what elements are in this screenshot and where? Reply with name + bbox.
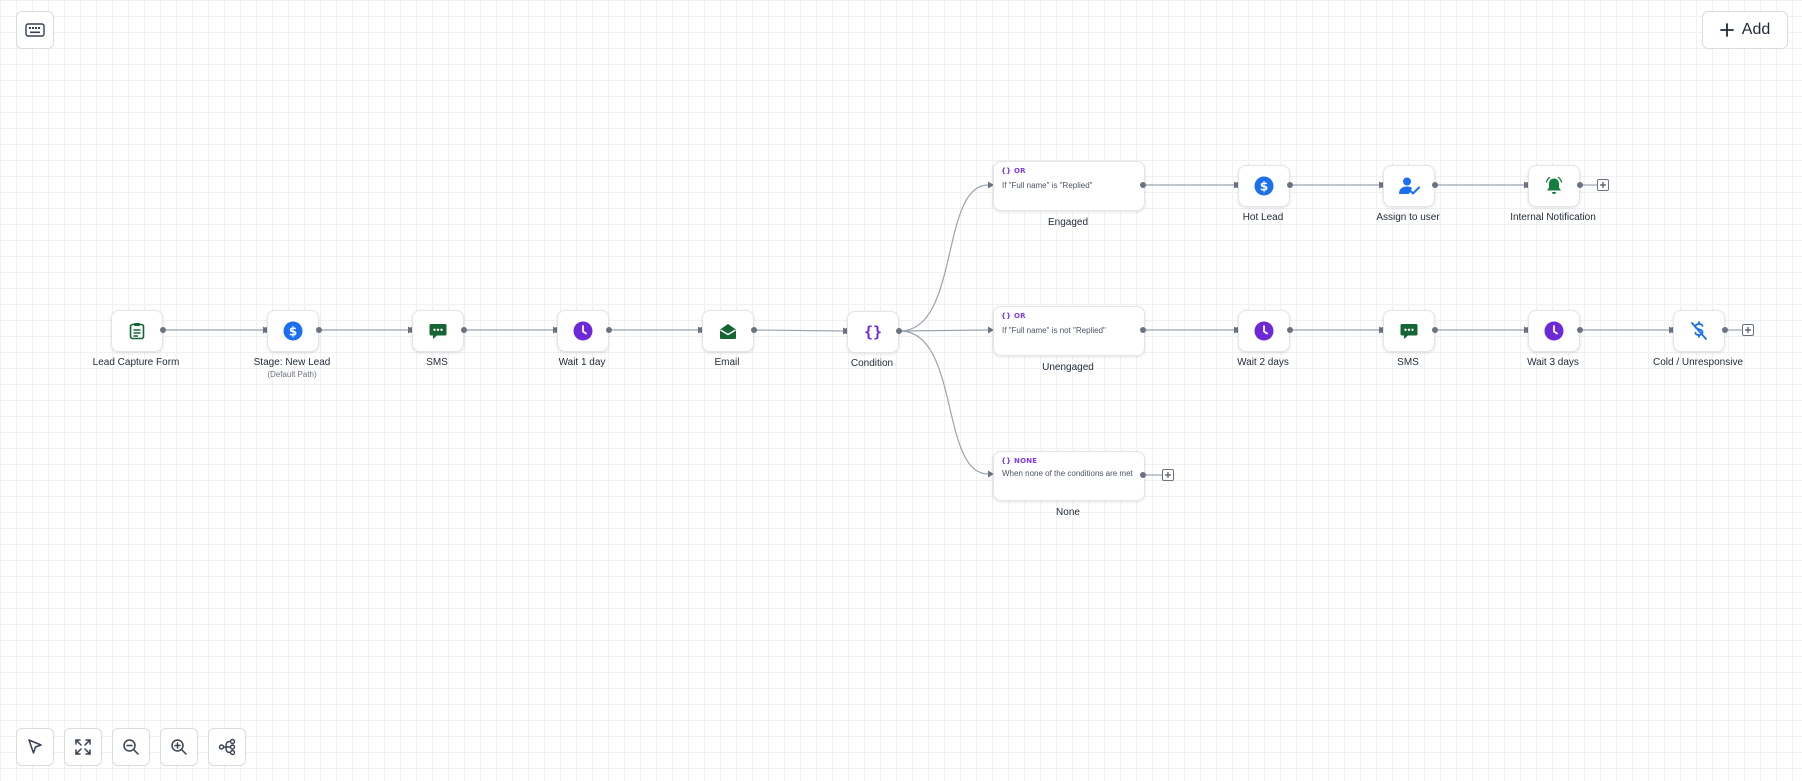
add-step-button[interactable] <box>1742 324 1754 336</box>
zoom-out-button[interactable] <box>112 728 150 766</box>
node-wait-3-days[interactable] <box>1528 310 1580 352</box>
zoom-out-icon <box>123 739 139 755</box>
node-label: Wait 1 day <box>558 357 606 368</box>
output-handle[interactable] <box>1577 327 1583 333</box>
output-handle[interactable] <box>1287 327 1293 333</box>
branch-label: None <box>1056 507 1080 518</box>
output-handle[interactable] <box>1140 327 1146 333</box>
assign-user-icon <box>1399 177 1420 195</box>
no-dollar-icon <box>1691 321 1707 340</box>
node-label: Hot Lead <box>1242 212 1284 223</box>
clock-icon <box>1544 321 1564 341</box>
output-handle[interactable] <box>1432 182 1438 188</box>
auto-layout-icon <box>218 738 236 756</box>
pointer-tool-button[interactable] <box>16 728 54 766</box>
output-handle[interactable] <box>461 327 467 333</box>
node-label: Wait 2 days <box>1237 357 1289 368</box>
output-handle[interactable] <box>1577 182 1583 188</box>
node-assign-to-user[interactable] <box>1383 165 1435 207</box>
svg-text:{}: {} <box>864 323 882 341</box>
node-label: Stage: New Lead <box>253 357 331 368</box>
zoom-in-button[interactable] <box>160 728 198 766</box>
node-wait-1-day[interactable] <box>557 310 609 352</box>
branch-condition-text: If "Full name" is not "Replied" <box>1002 326 1106 335</box>
node-label: Wait 3 days <box>1527 357 1579 368</box>
condition-branch-unengaged[interactable]: {} OR If "Full name" is not "Replied" <box>993 306 1145 356</box>
output-handle[interactable] <box>1722 327 1728 333</box>
clock-icon <box>573 321 593 341</box>
plus-icon <box>1165 472 1171 478</box>
node-label: SMS <box>1397 357 1419 368</box>
node-cold-unresponsive[interactable] <box>1673 310 1725 352</box>
output-handle[interactable] <box>606 327 612 333</box>
output-handle[interactable] <box>896 328 902 334</box>
condition-branch-none[interactable]: {} NONE When none of the conditions are … <box>993 451 1145 501</box>
output-handle[interactable] <box>1140 472 1146 478</box>
message-icon <box>1400 323 1418 339</box>
clipboard-icon <box>129 323 145 340</box>
svg-text:$: $ <box>289 324 297 338</box>
branch-condition-text: When none of the conditions are met <box>1002 469 1133 478</box>
output-handle[interactable] <box>1140 182 1146 188</box>
plus-icon <box>1600 182 1606 188</box>
keyboard-shortcuts-button[interactable] <box>16 11 54 49</box>
add-button-label: Add <box>1741 21 1771 38</box>
node-label: Internal Notification <box>1510 212 1596 223</box>
node-label: SMS <box>426 357 448 368</box>
node-sms[interactable] <box>1383 310 1435 352</box>
fit-view-button[interactable] <box>64 728 102 766</box>
fit-view-icon <box>75 739 91 755</box>
condition-branch-engaged[interactable]: {} OR If "Full name" is "Replied" <box>993 161 1145 211</box>
output-handle[interactable] <box>160 327 166 333</box>
branch-label: Engaged <box>1047 217 1089 228</box>
message-icon <box>429 323 447 339</box>
braces-icon: {} <box>864 323 882 341</box>
add-step-button[interactable] <box>1597 179 1609 191</box>
clock-icon <box>1254 321 1274 341</box>
branch-operator-tag: {} OR <box>1001 312 1026 320</box>
branch-operator-tag: {} NONE <box>1001 457 1038 465</box>
output-handle[interactable] <box>1432 327 1438 333</box>
node-sms[interactable] <box>412 310 464 352</box>
node-internal-notification[interactable] <box>1528 165 1580 207</box>
plus-icon <box>1719 23 1734 37</box>
envelope-open-icon <box>720 323 736 339</box>
node-label: Condition <box>850 358 894 369</box>
auto-layout-button[interactable] <box>208 728 246 766</box>
add-step-button[interactable] <box>1162 469 1174 481</box>
output-handle[interactable] <box>316 327 322 333</box>
output-handle[interactable] <box>1287 182 1293 188</box>
node-label: Cold / Unresponsive <box>1652 357 1744 368</box>
node-hot-lead[interactable]: $ <box>1238 165 1290 207</box>
node-label: Assign to user <box>1376 212 1440 223</box>
output-handle[interactable] <box>751 327 757 333</box>
node-label: Lead Capture Form <box>92 357 180 368</box>
node-stage-new-lead[interactable]: $ <box>267 310 319 352</box>
node-condition[interactable]: {} <box>847 311 899 353</box>
bell-icon <box>1545 176 1563 194</box>
keyboard-icon <box>25 23 45 37</box>
node-wait-2-days[interactable] <box>1238 310 1290 352</box>
plus-icon <box>1745 327 1751 333</box>
dollar-icon: $ <box>283 321 303 341</box>
zoom-in-icon <box>171 739 187 755</box>
dollar-icon: $ <box>1254 176 1274 196</box>
node-lead-capture-form[interactable] <box>111 310 163 352</box>
node-label: Email <box>714 357 740 368</box>
branch-label: Unengaged <box>1042 362 1094 373</box>
branch-operator-tag: {} OR <box>1001 167 1026 175</box>
node-sublabel: (Default Path) <box>267 370 317 379</box>
pointer-icon <box>28 739 42 754</box>
node-email[interactable] <box>702 310 754 352</box>
branch-condition-text: If "Full name" is "Replied" <box>1002 181 1093 190</box>
add-button[interactable]: Add <box>1702 11 1788 49</box>
svg-text:$: $ <box>1260 179 1268 193</box>
